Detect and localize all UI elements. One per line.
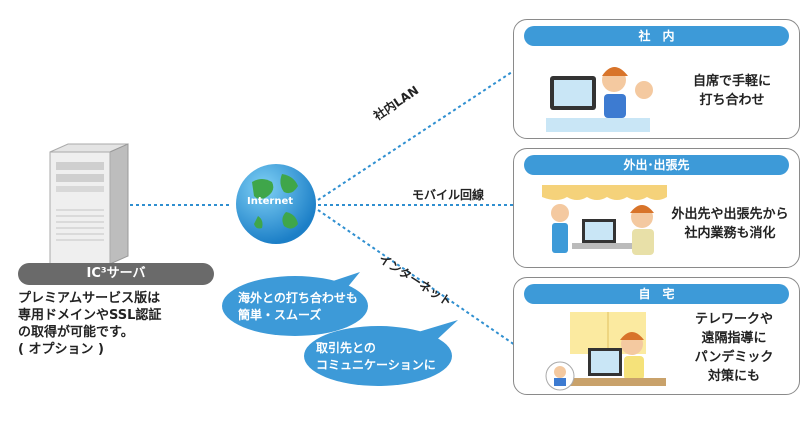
card-home-line: パンデミック bbox=[694, 350, 774, 365]
card-office-line: 自席で手軽に bbox=[692, 74, 771, 89]
bubble-clients-text: 取引先との コミュニケーションに bbox=[316, 340, 436, 374]
card-home-line: 遠隔指導に bbox=[701, 331, 767, 346]
bubble-overseas-text: 海外との打ち合わせも 簡単・スムーズ bbox=[238, 290, 358, 324]
card-home-title: 自 宅 bbox=[524, 284, 789, 304]
card-travel-text: 外出先や出張先から 社内業務も消化 bbox=[664, 205, 796, 243]
globe-icon bbox=[236, 164, 316, 244]
bubble-clients-line: コミュニケーションに bbox=[316, 358, 436, 372]
card-home: 自 宅 テレワークや 遠隔指導に パンデミック 対策にも bbox=[513, 277, 800, 395]
card-office: 社 内 自席で手軽に 打ち合わせ bbox=[513, 19, 800, 139]
card-office-title: 社 内 bbox=[524, 26, 789, 46]
bubble-clients-line: 取引先との bbox=[316, 341, 376, 355]
card-home-text: テレワークや 遠隔指導に パンデミック 対策にも bbox=[674, 310, 794, 386]
server-label: IC³サーバ bbox=[18, 263, 214, 285]
server-description-line: ( オプション ) bbox=[18, 342, 104, 357]
server-description: プレミアムサービス版は 専用ドメインやSSL認証 の取得が可能です。 ( オプシ… bbox=[18, 290, 228, 358]
office-illustration bbox=[546, 67, 653, 132]
mobile-label: モバイル回線 bbox=[412, 188, 485, 202]
server-description-line: 専用ドメインやSSL認証 bbox=[18, 308, 162, 323]
globe-label: Internet bbox=[247, 196, 294, 207]
bubble-overseas-line: 簡単・スムーズ bbox=[238, 308, 322, 322]
internet-line bbox=[317, 209, 516, 346]
card-travel-line: 外出先や出張先から bbox=[671, 207, 789, 222]
card-travel-line: 社内業務も消化 bbox=[684, 226, 776, 241]
card-office-line: 打ち合わせ bbox=[699, 93, 765, 108]
card-travel-title: 外出･出張先 bbox=[524, 155, 789, 175]
server-icon bbox=[49, 143, 129, 265]
card-home-line: 対策にも bbox=[707, 369, 760, 384]
card-travel: 外出･出張先 外出先や出張先から 社内業務も消化 bbox=[513, 148, 800, 268]
card-home-line: テレワークや bbox=[694, 312, 773, 327]
travel-illustration bbox=[542, 185, 667, 255]
card-office-text: 自席で手軽に 打ち合わせ bbox=[672, 72, 792, 110]
bubble-clients bbox=[304, 320, 458, 386]
server-description-line: プレミアムサービス版は bbox=[18, 291, 161, 306]
bubble-overseas bbox=[222, 272, 368, 336]
server-description-line: の取得が可能です。 bbox=[18, 325, 134, 340]
bubble-overseas-line: 海外との打ち合わせも bbox=[238, 291, 358, 305]
home-illustration bbox=[545, 312, 666, 391]
